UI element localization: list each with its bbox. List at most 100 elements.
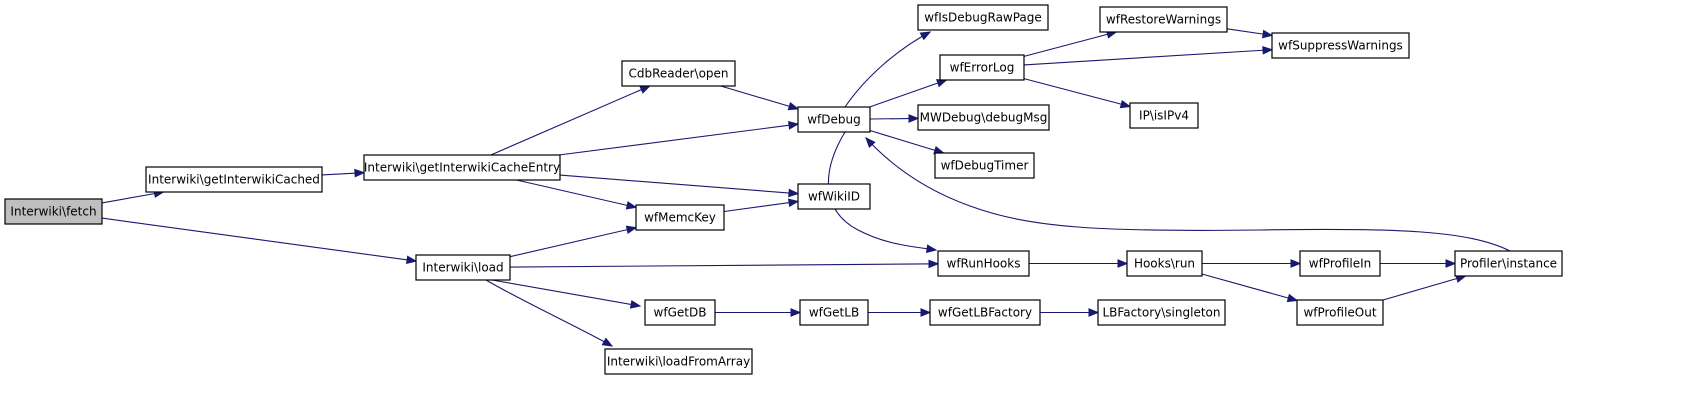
arrowhead-icon: [790, 308, 802, 317]
node-box[interactable]: [145, 166, 323, 193]
edge-getInterwikiCacheEntry-to-wfMemcKey: [516, 179, 638, 210]
edge-getInterwikiCached-to-getInterwikiCacheEntry: [321, 168, 366, 178]
node-box[interactable]: [799, 299, 869, 326]
node-profinstance[interactable]: Profiler\instance: [1454, 250, 1563, 277]
node-getInterwikiCacheEntry[interactable]: Interwiki\getInterwikiCacheEntry: [363, 154, 561, 181]
arrowhead-icon: [1286, 293, 1299, 303]
node-box[interactable]: [917, 104, 1050, 131]
node-box[interactable]: [917, 4, 1049, 31]
node-box[interactable]: [1296, 299, 1384, 326]
node-box[interactable]: [363, 154, 561, 181]
arrowhead-icon: [1088, 308, 1100, 317]
node-wfRestoreWarnings[interactable]: wfRestoreWarnings: [1099, 6, 1228, 33]
node-label: wfProfileIn: [1309, 257, 1372, 271]
node-wfErrorLog[interactable]: wfErrorLog: [939, 54, 1025, 81]
node-box[interactable]: [644, 299, 716, 326]
node-wfProfileOut[interactable]: wfProfileOut: [1296, 299, 1384, 326]
arrowhead-icon: [629, 300, 642, 309]
arrowhead-icon: [788, 121, 800, 130]
node-box[interactable]: [797, 183, 871, 210]
node-loadFromArray[interactable]: Interwiki\loadFromArray: [604, 348, 753, 375]
edge-wfMemcKey-to-wfWikiID: [723, 198, 800, 213]
arrowhead-icon: [625, 225, 638, 235]
node-box[interactable]: [415, 254, 511, 281]
node-wfGetLB[interactable]: wfGetLB: [799, 299, 869, 326]
edge-line: [516, 179, 637, 208]
node-wfIsDebugRawPage[interactable]: wfIsDebugRawPage: [917, 4, 1049, 31]
edge-load-to-wfMemcKey: [509, 225, 638, 258]
node-wfDebugTimer[interactable]: wfDebugTimer: [934, 152, 1035, 179]
arrowhead-icon: [788, 198, 800, 208]
node-getInterwikiCached[interactable]: Interwiki\getInterwikiCached: [145, 166, 323, 193]
node-cdbopen[interactable]: CdbReader\open: [621, 60, 736, 87]
arrowhead-icon: [1262, 29, 1274, 39]
edge-line: [491, 279, 641, 307]
node-box[interactable]: [1099, 6, 1228, 33]
edge-wfGetLB-to-wfGetLBFactory: [868, 308, 932, 317]
edge-line: [1023, 49, 1273, 66]
node-wfGetLBFactory[interactable]: wfGetLBFactory: [929, 299, 1041, 326]
edge-line: [1201, 273, 1298, 302]
arrowhead-icon: [928, 259, 940, 269]
node-label: wfGetLBFactory: [938, 306, 1032, 320]
node-label: wfDebug: [807, 113, 861, 127]
edge-wfGetDB-to-wfGetLB: [715, 308, 802, 317]
node-hooksrun[interactable]: Hooks\run: [1126, 250, 1203, 277]
node-label: Interwiki\loadFromArray: [607, 355, 750, 369]
edge-line: [509, 263, 939, 268]
node-box[interactable]: [4, 198, 103, 225]
node-label: wfRunHooks: [947, 257, 1021, 271]
node-debugMsg[interactable]: MWDebug\debugMsg: [917, 104, 1050, 131]
edge-wfDebug-to-wfDebugTimer: [869, 129, 945, 155]
edge-line: [558, 123, 799, 156]
edge-line: [509, 227, 637, 258]
node-box[interactable]: [1271, 32, 1410, 59]
node-label: wfProfileOut: [1303, 306, 1376, 320]
arrowhead-icon: [787, 101, 800, 111]
edge-getInterwikiCacheEntry-to-wfDebug: [558, 121, 800, 156]
node-box[interactable]: [1097, 299, 1226, 326]
edge-hooksrun-to-wfProfileOut: [1201, 273, 1299, 303]
edge-wfErrorLog-to-isIPv4: [1023, 78, 1132, 109]
node-label: MWDebug\debugMsg: [920, 111, 1048, 125]
node-wfDebug[interactable]: wfDebug: [797, 106, 871, 133]
edge-wfDebug-to-wfErrorLog: [869, 79, 948, 108]
node-box[interactable]: [1129, 102, 1199, 129]
node-fetch[interactable]: Interwiki\fetch: [4, 198, 103, 225]
node-label: wfWikiID: [808, 190, 860, 204]
node-isIPv4[interactable]: IP\isIPv4: [1129, 102, 1199, 129]
node-box[interactable]: [797, 106, 871, 133]
edge-wfErrorLog-to-wfRestoreWarnings: [1023, 30, 1118, 57]
node-singleton[interactable]: LBFactory\singleton: [1097, 299, 1226, 326]
node-box[interactable]: [937, 250, 1030, 277]
edge-getInterwikiCacheEntry-to-wfWikiID: [559, 174, 800, 198]
node-box[interactable]: [929, 299, 1041, 326]
edge-wfRunHooks-to-hooksrun: [1029, 259, 1129, 268]
edge-wfProfileOut-to-profinstance: [1382, 274, 1467, 301]
node-box[interactable]: [1299, 250, 1381, 277]
node-wfSuppressWarnings[interactable]: wfSuppressWarnings: [1271, 32, 1410, 59]
node-wfRunHooks[interactable]: wfRunHooks: [937, 250, 1030, 277]
edge-line: [723, 200, 799, 213]
node-box[interactable]: [1126, 250, 1203, 277]
node-wfMemcKey[interactable]: wfMemcKey: [635, 204, 725, 231]
node-box[interactable]: [621, 60, 736, 87]
node-box[interactable]: [939, 54, 1025, 81]
node-box[interactable]: [1454, 250, 1563, 277]
node-label: Hooks\run: [1134, 257, 1195, 271]
node-wfWikiID[interactable]: wfWikiID: [797, 183, 871, 210]
arrowhead-icon: [601, 337, 614, 347]
edge-profinstance-to-wfDebug: [865, 137, 1511, 252]
nodes-layer: Interwiki\fetch Interwiki\getInterwikiCac…: [4, 4, 1563, 375]
node-wfProfileIn[interactable]: wfProfileIn: [1299, 250, 1381, 277]
node-label: Interwiki\fetch: [10, 205, 96, 219]
edge-wfErrorLog-to-wfSuppressWarnings: [1023, 45, 1274, 66]
node-wfGetDB[interactable]: wfGetDB: [644, 299, 716, 326]
node-box[interactable]: [604, 348, 753, 375]
edge-hooksrun-to-wfProfileIn: [1202, 259, 1302, 268]
node-load[interactable]: Interwiki\load: [415, 254, 511, 281]
node-box[interactable]: [635, 204, 725, 231]
arrowhead-icon: [639, 85, 651, 94]
node-box[interactable]: [934, 152, 1035, 179]
